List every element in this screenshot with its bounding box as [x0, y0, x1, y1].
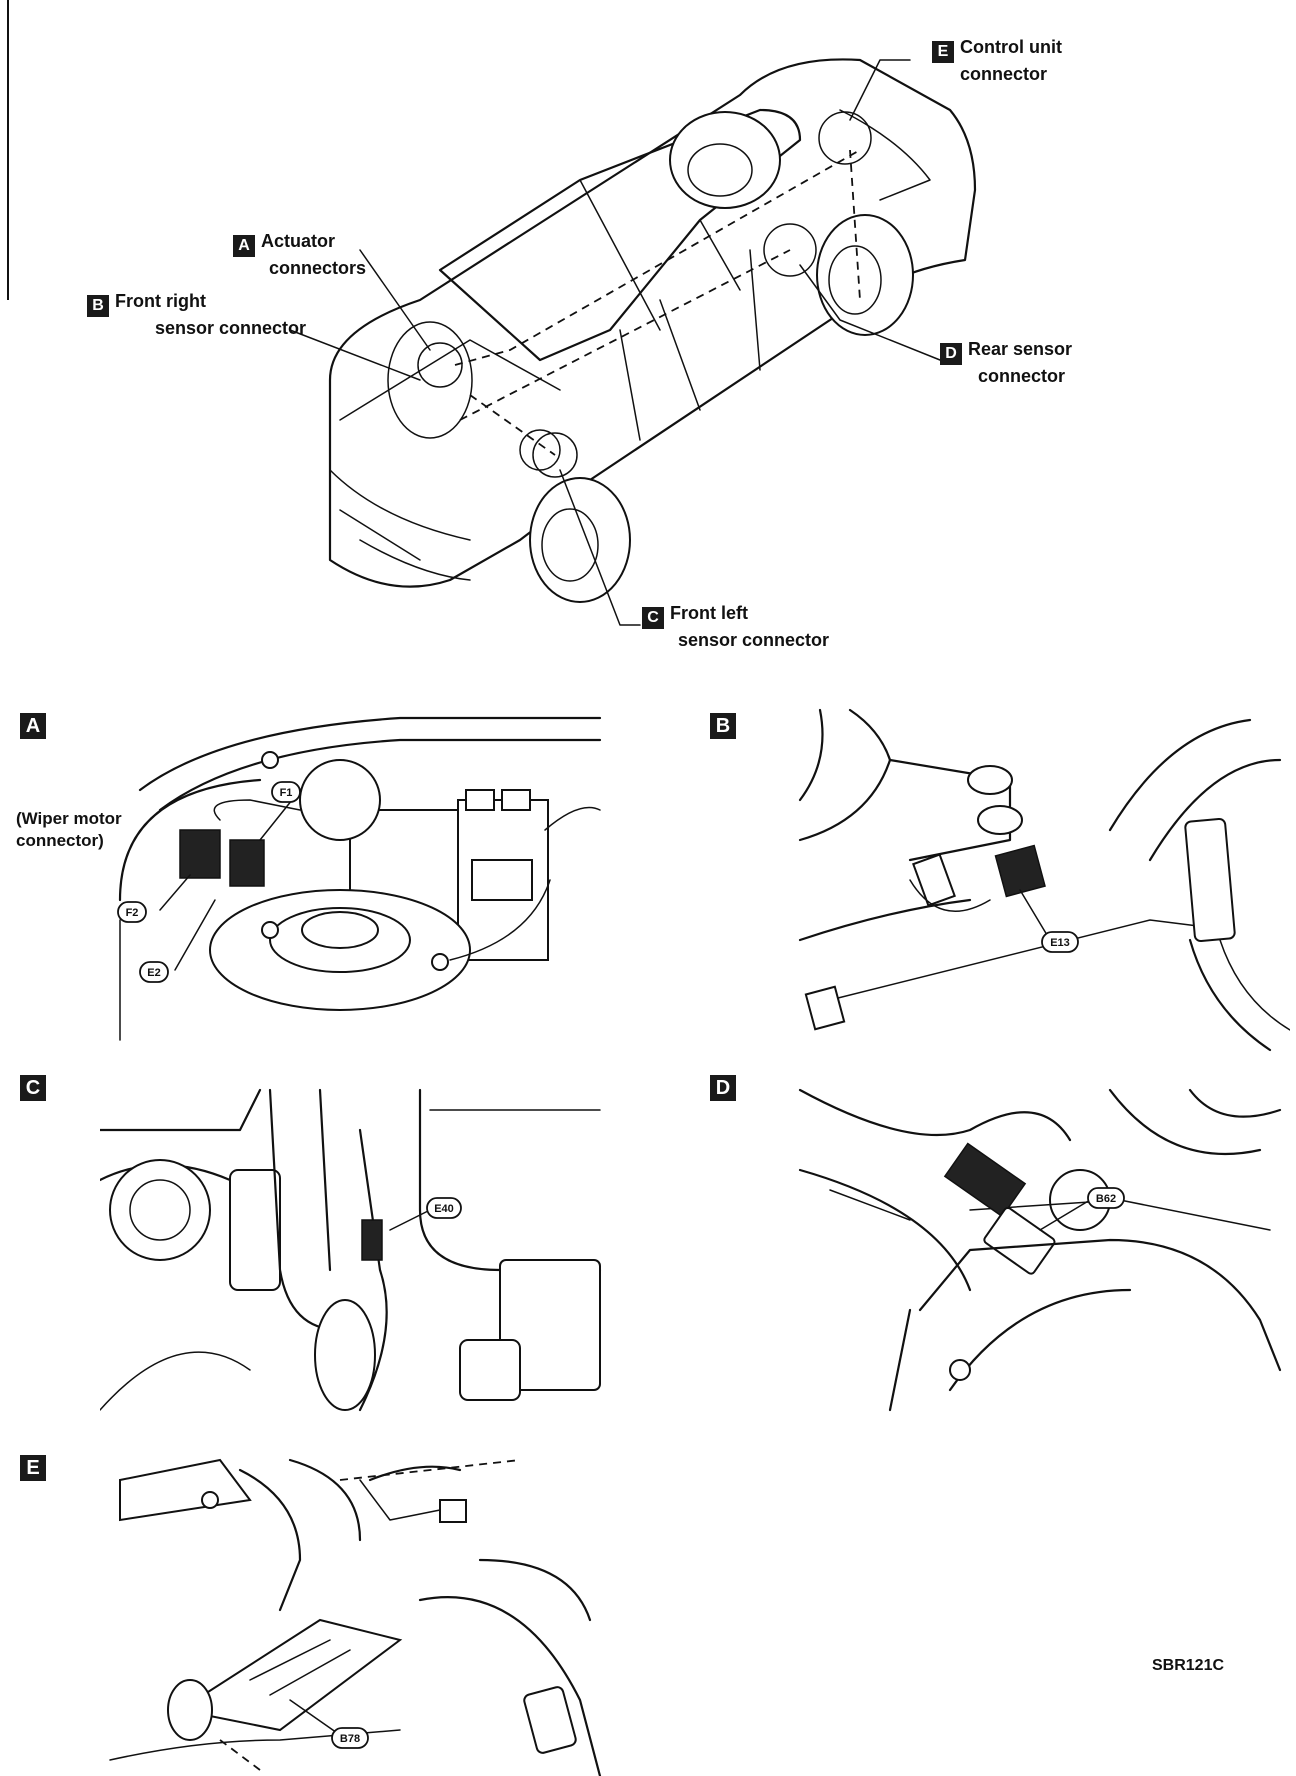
connector-tag-e40: E40 — [434, 1203, 454, 1215]
callout-letter-badge: E — [932, 41, 954, 63]
margin-rule — [7, 0, 9, 300]
callout-line1: Control unit — [960, 37, 1062, 57]
detail-c-badge: C — [20, 1075, 46, 1101]
callout-line2: connector — [960, 64, 1048, 84]
detail-b-badge: B — [710, 713, 736, 739]
note-line1: (Wiper motor — [16, 809, 122, 828]
callout-line1: Front right — [115, 291, 206, 311]
callout-letter-badge: D — [940, 343, 962, 365]
detail-c-illustration: E40 — [100, 1088, 602, 1412]
figure-code: SBR121C — [1152, 1657, 1225, 1674]
callout-front-right-sensor-connector: B Front right sensor connector — [87, 290, 306, 340]
connector-tag-b78: B78 — [340, 1733, 360, 1745]
car-overview-illustration — [289, 58, 977, 626]
detail-e-badge: E — [20, 1455, 46, 1481]
callout-front-left-sensor-connector: C Front left sensor connector — [642, 602, 829, 652]
callout-line2: sensor connector — [155, 318, 307, 338]
callout-rear-sensor-connector: D Rear sensor connector — [940, 338, 1072, 388]
callout-actuator-connectors: A Actuator connectors — [233, 230, 366, 280]
detail-a-note: (Wiper motor connector) — [16, 808, 122, 852]
connector-tag-e2: E2 — [147, 967, 160, 979]
detail-e-illustration: B78 — [109, 1458, 602, 1776]
callout-line2: connectors — [269, 258, 367, 278]
connector-tag-e13: E13 — [1050, 937, 1070, 949]
callout-line2: connector — [978, 366, 1066, 386]
callout-line1: Actuator — [261, 231, 336, 251]
callout-letter-badge: A — [233, 235, 255, 257]
detail-d-badge: D — [710, 1075, 736, 1101]
callout-line2: sensor connector — [678, 630, 830, 650]
detail-a-badge: A — [20, 713, 46, 739]
callout-line1: Rear sensor — [968, 339, 1073, 359]
callout-letter-badge: B — [87, 295, 109, 317]
connector-tag-f2: F2 — [126, 907, 139, 919]
callout-line1: Front left — [670, 603, 748, 623]
detail-a-illustration: F1 F2 E2 — [117, 716, 602, 1041]
connector-tag-b62: B62 — [1096, 1193, 1116, 1205]
callout-control-unit-connector: E Control unit connector — [932, 36, 1062, 86]
detail-d-illustration: B62 — [798, 1088, 1282, 1412]
callout-letter-badge: C — [642, 607, 664, 629]
connector-tag-f1: F1 — [280, 787, 293, 799]
detail-b-illustration: E13 — [798, 708, 1290, 1052]
note-line2: connector) — [16, 831, 104, 850]
